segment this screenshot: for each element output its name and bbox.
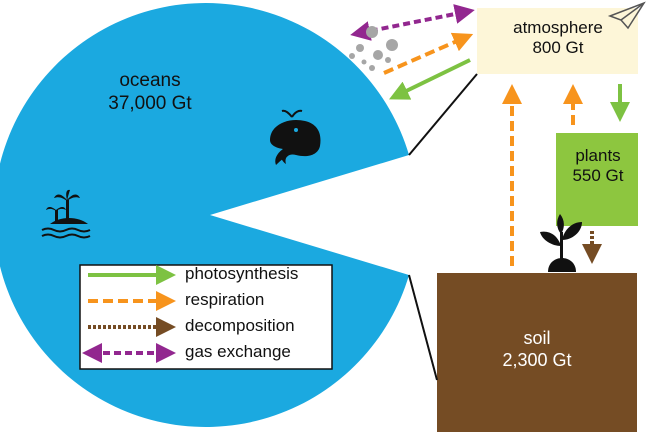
legend-label-decomposition: decomposition: [185, 316, 295, 335]
plants-name: plants: [575, 146, 621, 165]
gas-exchange-arrow-ocean: [350, 4, 475, 41]
oceans-name: oceans: [119, 70, 181, 91]
legend-label-respiration: respiration: [185, 290, 265, 309]
plants-label: plants 550 Gt: [556, 146, 640, 187]
island-palm-icon: [41, 189, 91, 239]
atmosphere-reservoir: [477, 8, 638, 74]
paper-plane-icon: [607, 1, 646, 30]
soil-amount: 2,300 Gt: [502, 349, 572, 370]
photosynthesis-arrow-ocean: [389, 58, 471, 100]
atmosphere-amount: 800 Gt: [532, 38, 584, 58]
legend-label-photosynthesis: photosynthesis: [185, 264, 299, 283]
plants-reservoir: [556, 133, 638, 226]
bubbles-icon: [349, 26, 398, 71]
soil-reservoir: [437, 273, 637, 432]
soil-name: soil: [523, 328, 551, 348]
atmosphere-name: atmosphere: [513, 18, 603, 37]
oceans-amount: 37,000 Gt: [108, 92, 192, 114]
soil-label: soil 2,300 Gt: [437, 328, 637, 371]
connector-line-soil: [408, 274, 438, 381]
connector-line-atmosphere: [408, 73, 478, 156]
whale-icon: [270, 109, 321, 165]
plants-amount: 550 Gt: [572, 166, 624, 186]
legend-label-gas-exchange: gas exchange: [185, 342, 291, 361]
atmosphere-label: atmosphere 800 Gt: [478, 18, 638, 59]
oceans-label: oceans 37,000 Gt: [70, 70, 230, 116]
sprout-icon: [540, 214, 582, 272]
